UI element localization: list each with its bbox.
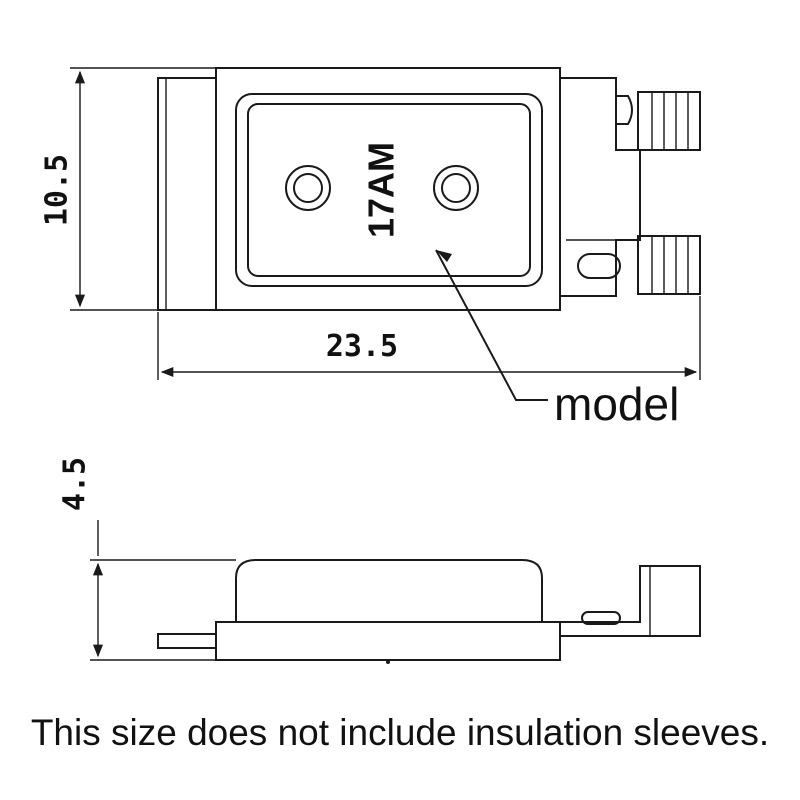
- model-marking: 17AM: [361, 142, 402, 238]
- hole-right: [433, 165, 479, 211]
- height-dimension-label: 10.5: [40, 154, 75, 226]
- upper-lead-crimp: [637, 91, 701, 151]
- top-view: 17AM 10.5 23.5 model: [40, 67, 701, 430]
- terminal-slot: [577, 253, 621, 279]
- hole-left: [285, 165, 331, 211]
- thickness-dimension-label: 4.5: [58, 457, 93, 511]
- side-terminal: [559, 565, 701, 637]
- side-view: 4.5: [58, 457, 701, 664]
- inner-plate-outer: [235, 93, 543, 287]
- side-left-lead: [157, 633, 217, 649]
- terminal-plate: [560, 77, 641, 297]
- lower-lead-crimp: [637, 235, 701, 295]
- side-dome: [235, 559, 543, 622]
- callout-label: model: [554, 378, 679, 430]
- width-dimension-label: 23.5: [326, 329, 398, 364]
- callout-leader: [435, 249, 548, 401]
- footnote: This size does not include insulation sl…: [30, 712, 770, 753]
- main-body: [215, 67, 561, 311]
- side-base-plate: [215, 621, 561, 661]
- inner-plate-inner: [247, 103, 531, 277]
